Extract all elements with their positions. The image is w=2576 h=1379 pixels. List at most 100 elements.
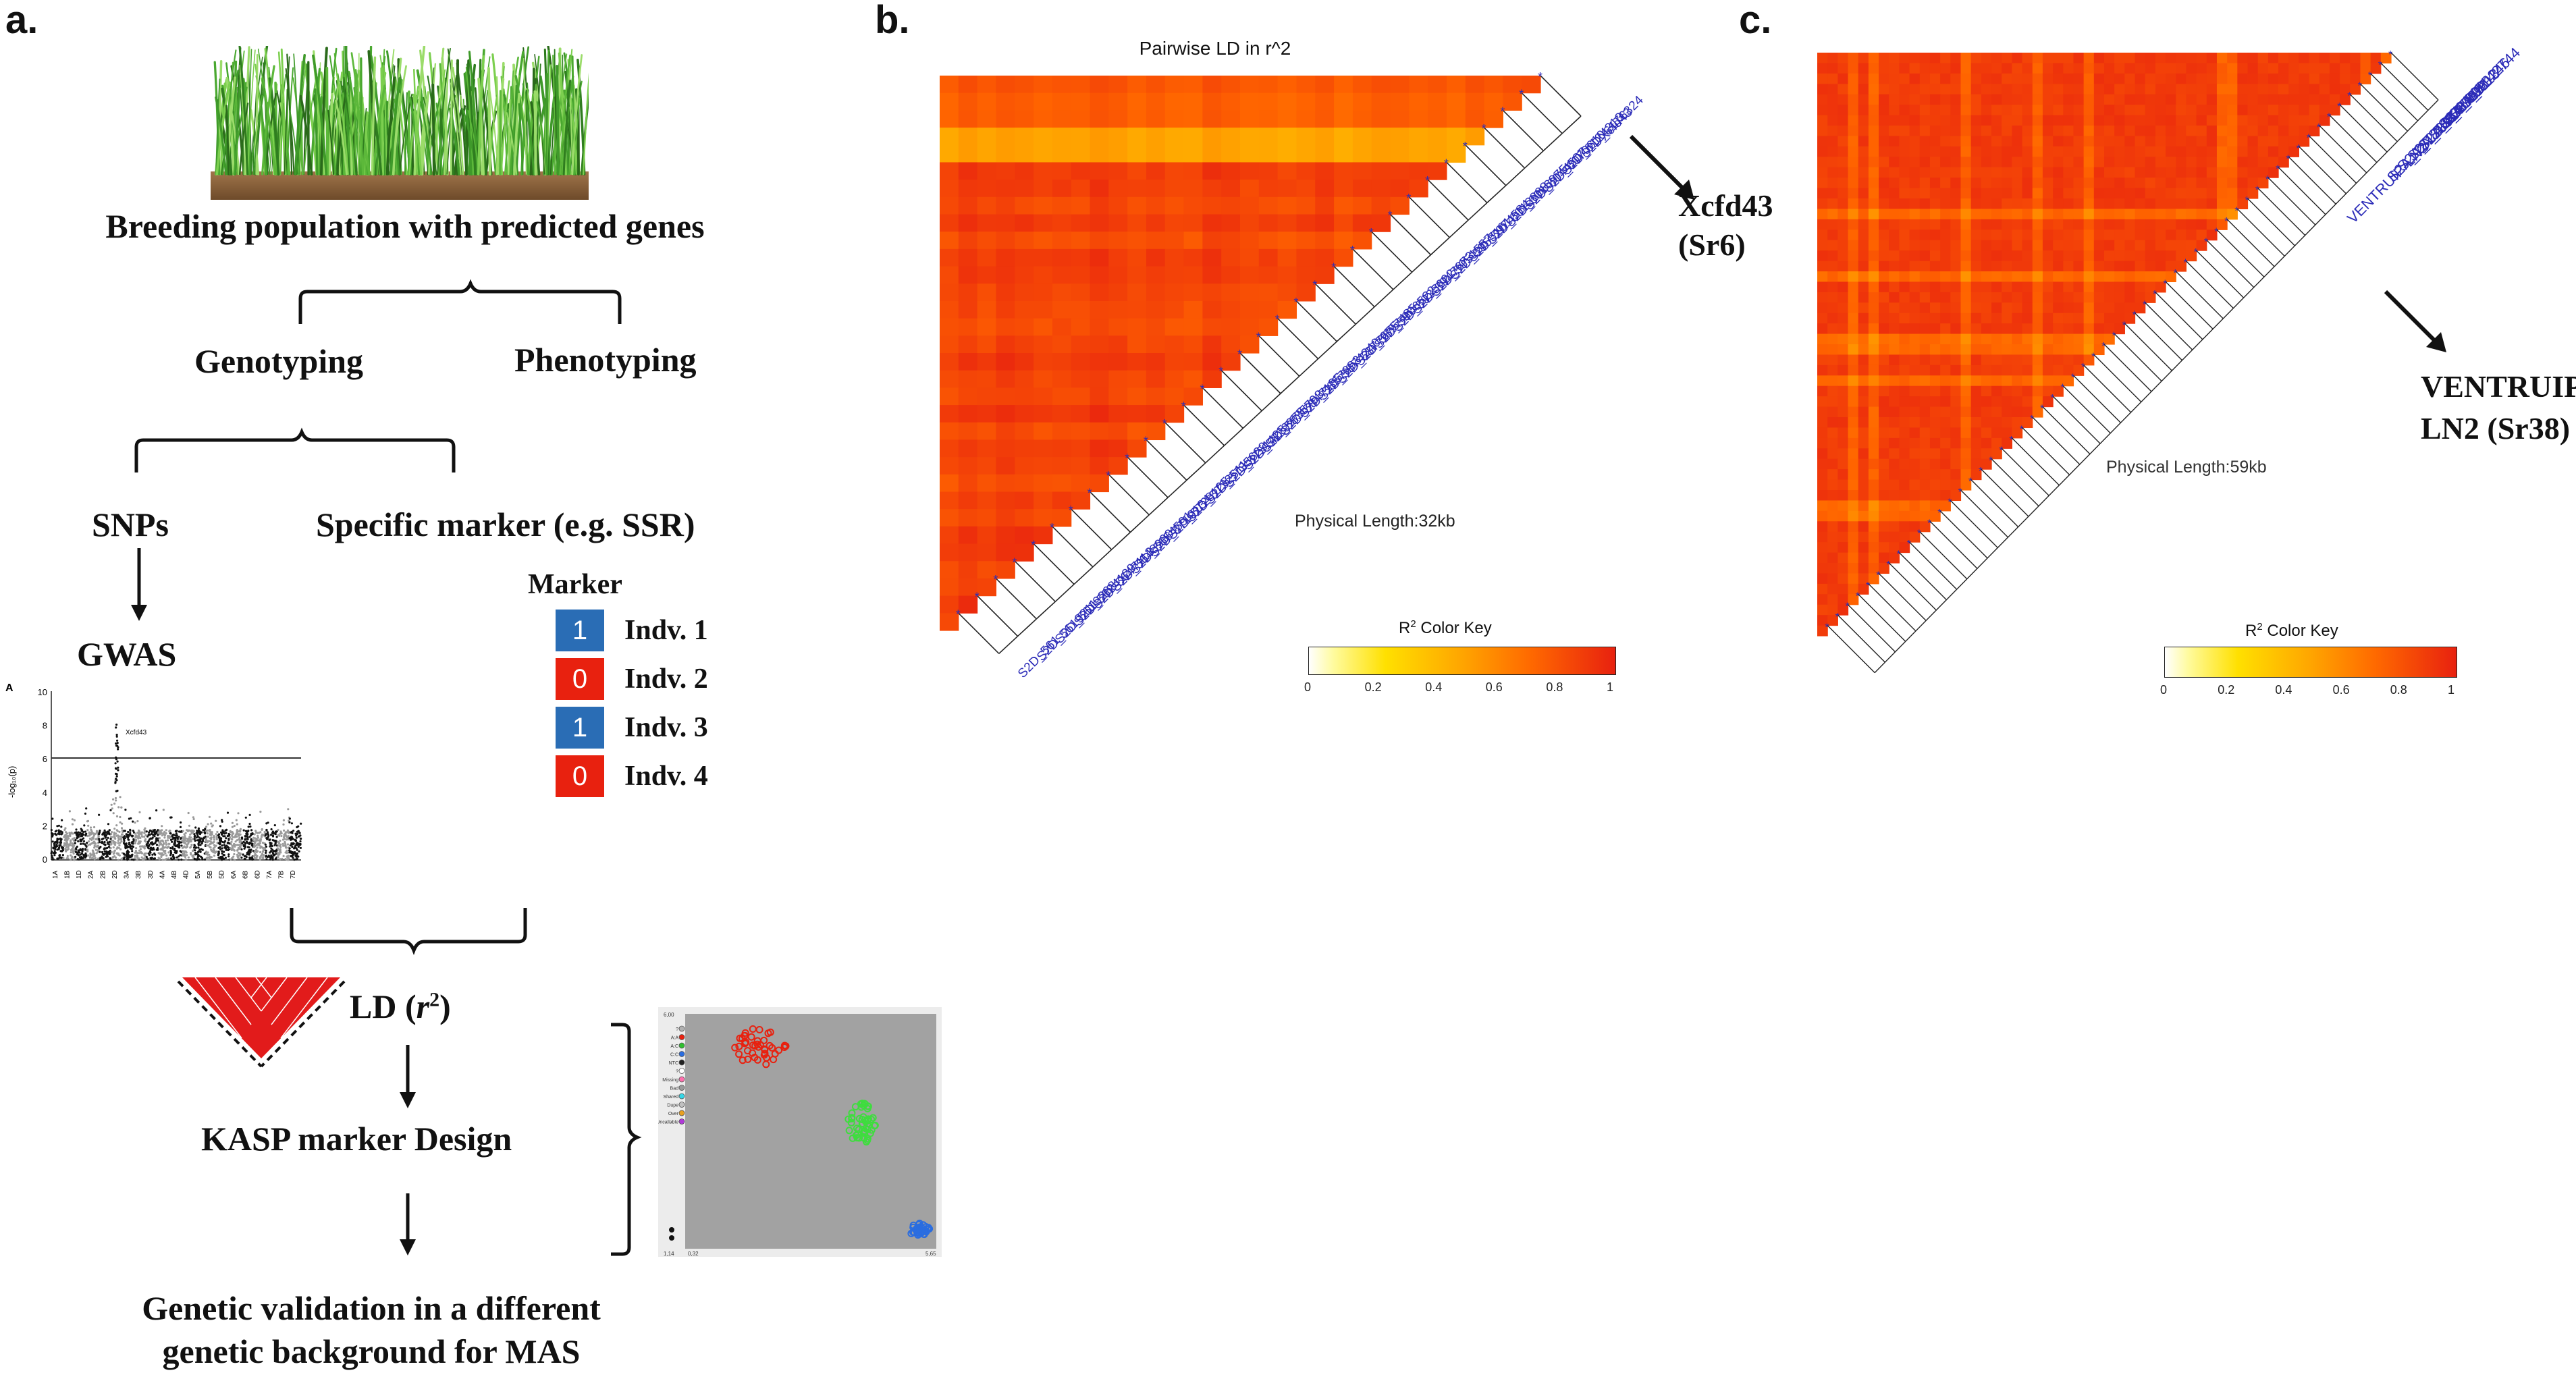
ld-cell [1970, 126, 1982, 137]
ld-cell [1950, 437, 1962, 449]
snp-point [61, 819, 63, 821]
ld-cell [2012, 146, 2023, 157]
ld-cell [2176, 167, 2187, 178]
snp-point [240, 857, 243, 859]
snp-point [163, 836, 166, 839]
ld-cell [1817, 53, 1828, 64]
ld-cell [1879, 63, 1889, 74]
ld-cell [2063, 333, 2074, 345]
ld-cell [2155, 126, 2166, 137]
ld-cell [2063, 115, 2074, 126]
ld-cell [2176, 209, 2187, 220]
ld-cell [1879, 344, 1889, 356]
ld-cell [2093, 313, 2105, 324]
ld-cell [2032, 364, 2043, 376]
snp-point [138, 811, 141, 813]
ld-cell [1848, 292, 1859, 303]
snp-point [63, 828, 66, 831]
ld-cell [2053, 53, 2064, 64]
indv-label: Indv. 3 [624, 712, 708, 743]
ld-cell [1858, 188, 1869, 199]
snp-point [53, 844, 56, 847]
ld-cell [2196, 115, 2207, 126]
ld-cell [1950, 333, 1962, 345]
ld-cell [2166, 105, 2176, 116]
ld-cell [2104, 63, 2115, 74]
ld-cell [1970, 333, 1982, 345]
snp-point [186, 845, 189, 848]
marker-star: * [1835, 612, 1839, 623]
ld-cell [1817, 542, 1828, 553]
ld-cell [1868, 209, 1879, 220]
ld-cell [2042, 292, 2054, 303]
ld-cell [1827, 552, 1838, 564]
ld-cell [1950, 105, 1962, 116]
ld-cell [1940, 229, 1951, 241]
marker-tick-line [2022, 427, 2070, 475]
ld-cell [1889, 126, 1900, 137]
ld-cell [2073, 323, 2085, 335]
snp-point [86, 842, 88, 844]
ld-cell [1827, 448, 1838, 460]
marker-star: * [2183, 258, 2187, 269]
ld-cell [2288, 105, 2299, 116]
color-key-c-sup: 2 [2257, 621, 2263, 632]
snp-point [217, 836, 220, 839]
snp-point [151, 848, 154, 851]
snp-point [165, 841, 167, 844]
ld-cell [2022, 354, 2033, 366]
marker-tick-line [1878, 572, 1927, 621]
marker-tick-line [2185, 261, 2234, 309]
ld-cell [2093, 126, 2105, 137]
ld-cell [1981, 354, 1992, 366]
snp-point [237, 846, 240, 850]
ld-cell [1950, 458, 1962, 470]
snp-point [281, 842, 284, 845]
snp-point [128, 841, 131, 844]
ld-cell [1991, 157, 2002, 168]
marker-tick-line [1919, 531, 1968, 580]
ld-cell [1919, 458, 1931, 470]
snp-point [275, 850, 277, 853]
ld-cell [1879, 178, 1889, 189]
ld-cell [1919, 292, 1931, 303]
ld-cell [1929, 490, 1941, 502]
ld-cell [1868, 552, 1879, 564]
ld-cell [2042, 323, 2054, 335]
ld-cell [2114, 229, 2125, 241]
snp-point [270, 844, 273, 847]
ld-cell [1970, 344, 1982, 356]
ld-cell [2104, 146, 2115, 157]
snp-point [125, 855, 128, 858]
ld-cell [1950, 406, 1962, 418]
ld-cell [2022, 323, 2033, 335]
snp-point [249, 825, 252, 828]
snp-point [118, 854, 121, 857]
ld-cell [2022, 219, 2033, 230]
ld-cell [1889, 333, 1900, 345]
snp-point [79, 832, 82, 835]
snp-point [105, 851, 108, 854]
ld-cell [1858, 198, 1869, 210]
ld-cell [1817, 354, 1828, 366]
marker-tick-line [2062, 385, 2111, 434]
snp-point [219, 825, 222, 828]
ld-cell [1960, 364, 1972, 376]
ld-cell [2002, 53, 2012, 64]
snp-point [114, 857, 117, 859]
marker-star: * [2265, 174, 2270, 186]
ld-cell [1909, 333, 1921, 345]
snp-point [197, 855, 200, 857]
ld-cell [1848, 73, 1859, 84]
panel-c-physical-length: Physical Length:59kb [2106, 458, 2267, 477]
ld-cell [1848, 406, 1859, 418]
ld-cell [2145, 63, 2156, 74]
ld-cell [2083, 250, 2095, 262]
snp-point [244, 830, 247, 832]
ld-cell [1950, 209, 1962, 220]
ld-cell [2022, 250, 2033, 262]
ld-cell [2247, 73, 2259, 84]
ld-cell [1868, 396, 1879, 408]
ld-cell [1827, 344, 1838, 356]
ld-cell [1960, 94, 1972, 105]
